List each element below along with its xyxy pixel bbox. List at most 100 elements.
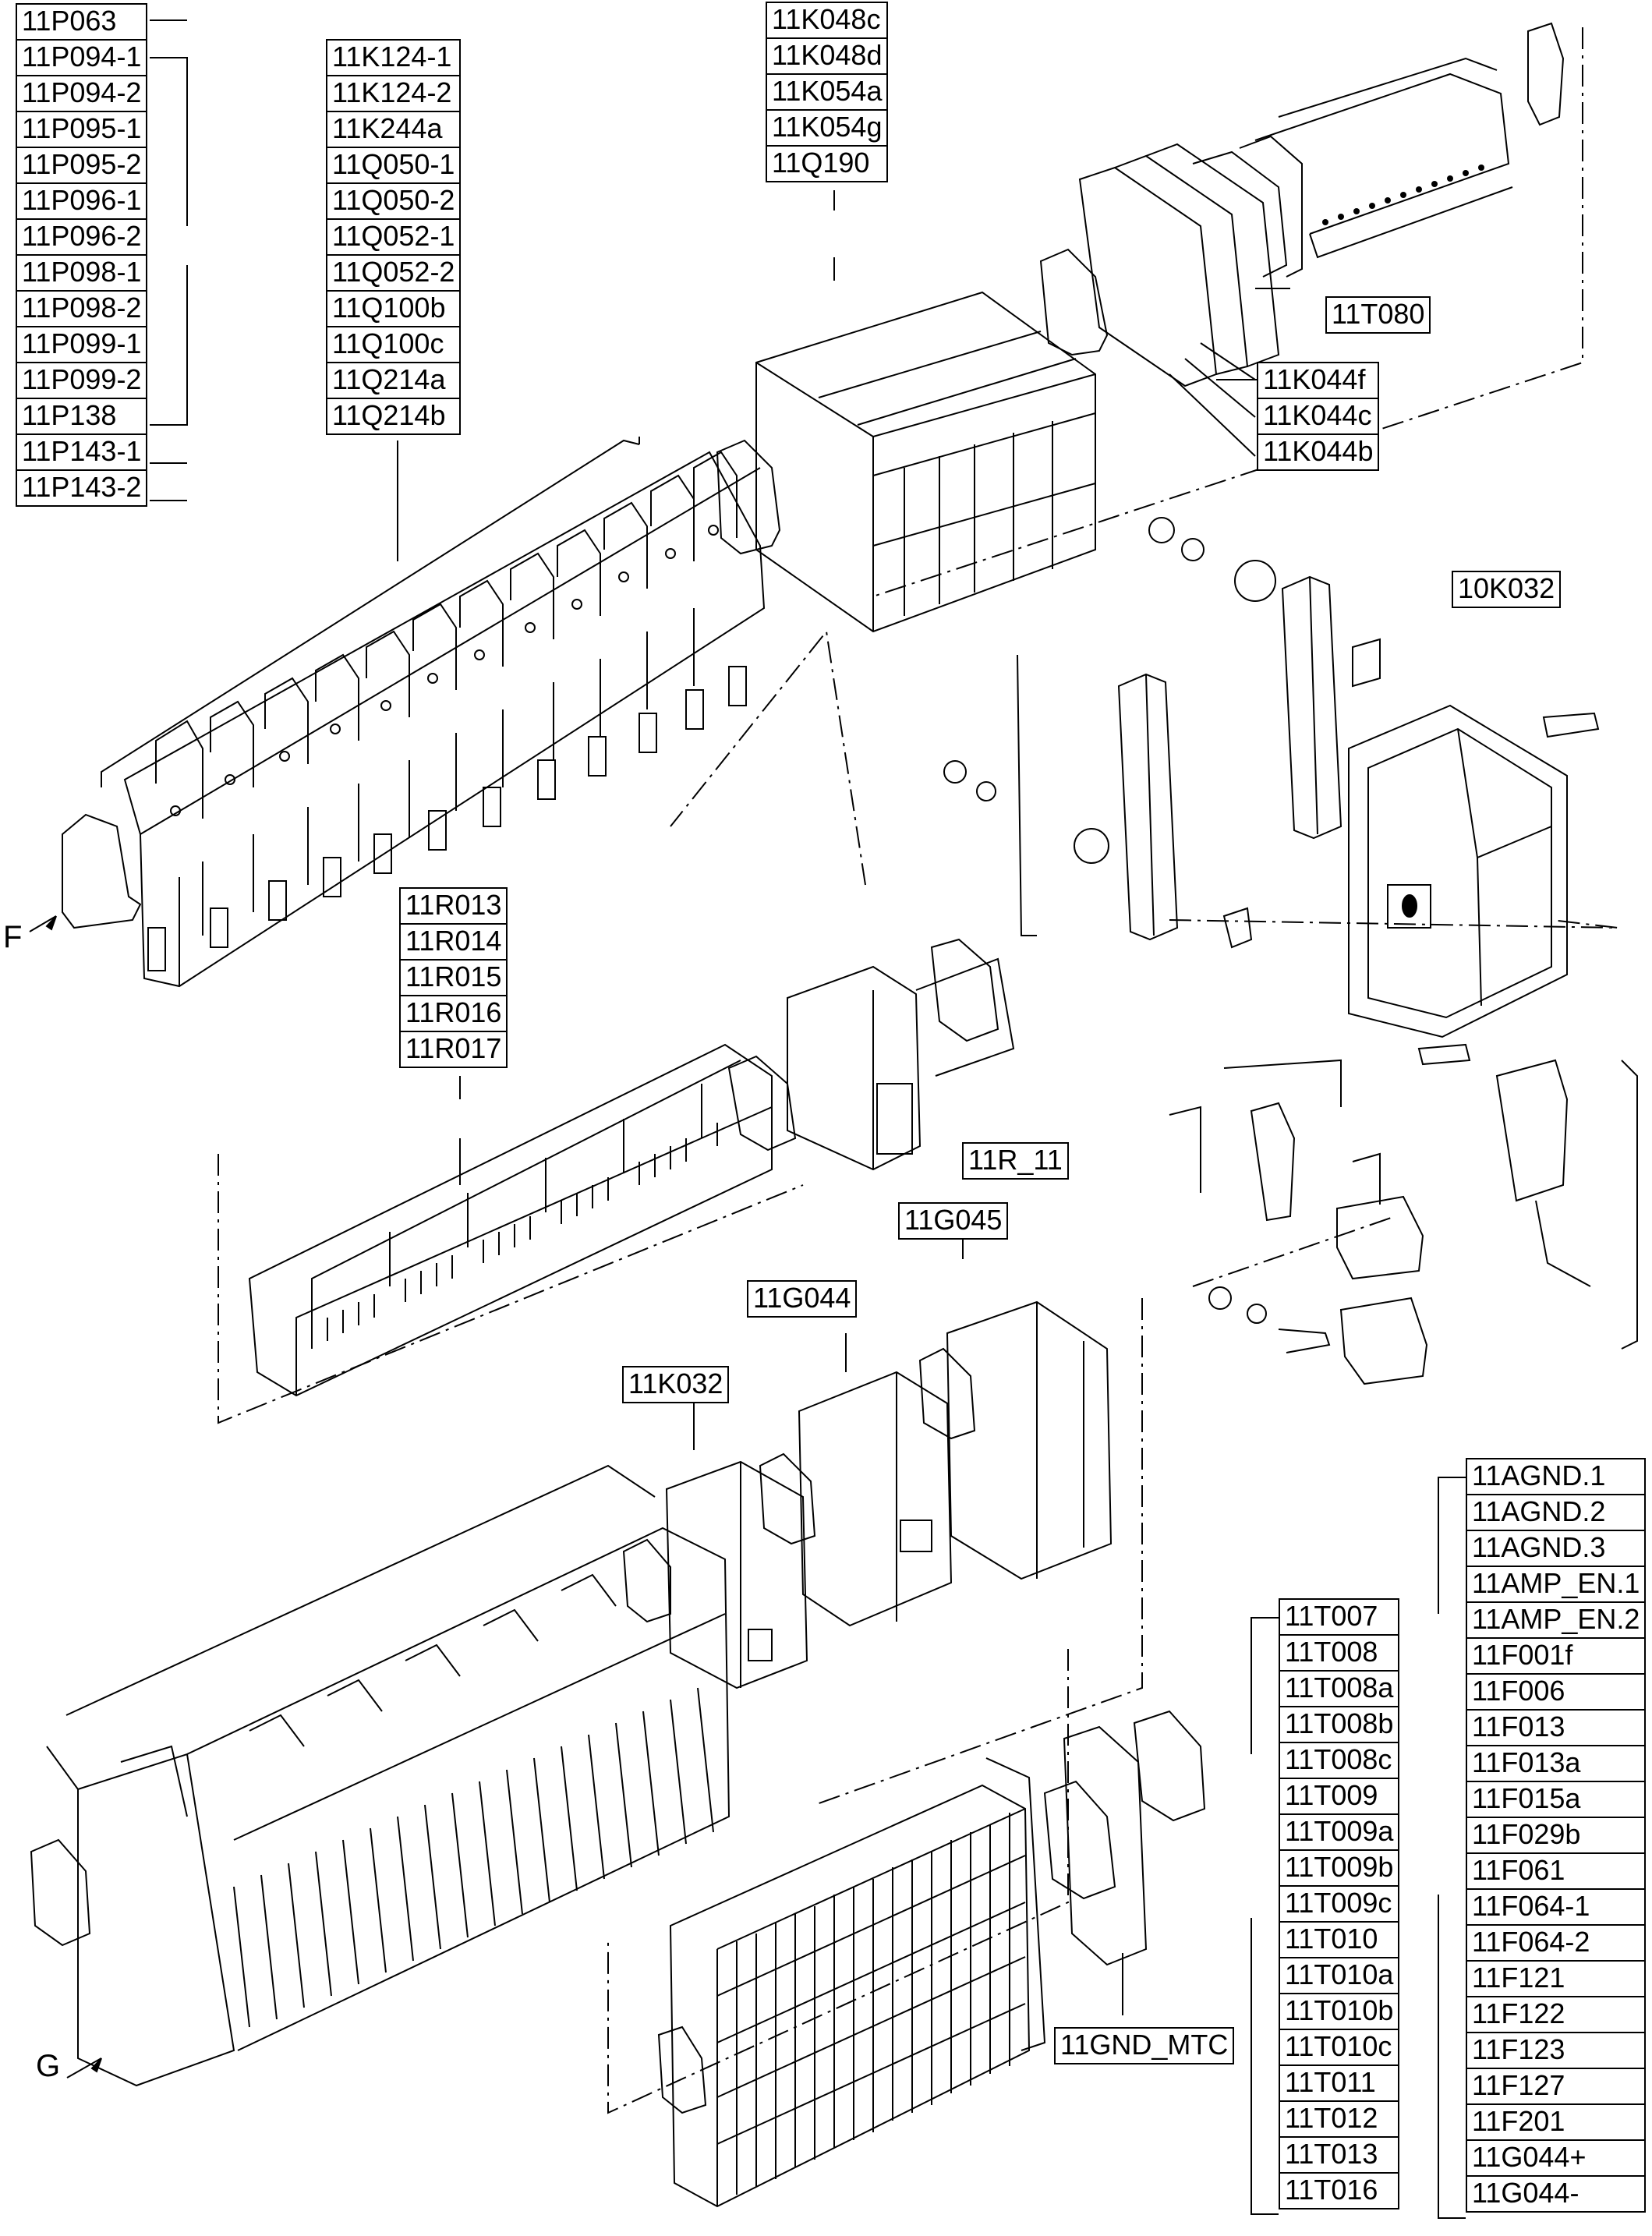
part-label: 11T009a	[1279, 1813, 1400, 1851]
part-label: 11P143-1	[16, 433, 148, 471]
part-label: 11AMP_EN.1	[1466, 1566, 1647, 1603]
label-11r-11: 11R_11	[962, 1142, 1069, 1180]
part-label: 11Q052-2	[326, 254, 462, 292]
label-group-11r: 11R013 11R014 11R015 11R016 11R017	[399, 887, 508, 1068]
label-group-11kq: 11K124-1 11K124-2 11K244a 11Q050-1 11Q05…	[326, 39, 462, 435]
part-label: 11F121	[1466, 1960, 1647, 1997]
power-supply-modules	[622, 1300, 1113, 1689]
label-group-11k048: 11K048c 11K048d 11K054a 11K054g 11Q190	[766, 2, 889, 182]
leader-lines	[150, 19, 1482, 2219]
part-label: 11T010b	[1279, 1993, 1400, 2030]
part-label: 11Q214b	[326, 398, 462, 435]
part-label: 11P143-2	[16, 469, 148, 507]
label-11gnd-mtc: 11GND_MTC	[1054, 2027, 1235, 2064]
label-group-11agnd: 11AGND.1 11AGND.2 11AGND.3 11AMP_EN.1 11…	[1466, 1458, 1647, 2213]
part-label: 11T010	[1279, 1921, 1400, 1958]
part-label: 11AGND.2	[1466, 1494, 1647, 1531]
terminal-rail-lower-center	[657, 1710, 1206, 2208]
part-label: 11P063	[16, 3, 148, 41]
part-label: 11F123	[1466, 2032, 1647, 2069]
relay-assembly-11r	[248, 938, 1015, 1397]
enclosure-10k032	[1348, 704, 1600, 1066]
part-label: 11F013a	[1466, 1745, 1647, 1782]
part-label: 11F029b	[1466, 1817, 1647, 1854]
part-label: 11G044+	[1466, 2139, 1647, 2177]
relay-module-top-center	[716, 248, 1109, 633]
label-10k032: 10K032	[1452, 571, 1562, 608]
part-label: 11P096-2	[16, 218, 148, 256]
part-label: 11T009b	[1279, 1849, 1400, 1887]
label-11g044: 11G044	[747, 1280, 858, 1318]
part-label: 11T010c	[1279, 2029, 1400, 2066]
part-label: 11R016	[399, 995, 508, 1032]
part-label: 11P098-1	[16, 254, 148, 292]
part-label: 11K124-2	[326, 75, 462, 112]
part-label: 11P096-1	[16, 182, 148, 220]
part-label: 11K124-1	[326, 39, 462, 76]
part-label: 11Q052-1	[326, 218, 462, 256]
part-label: 11T009	[1279, 1778, 1400, 1815]
part-label: 11K044b	[1257, 433, 1380, 471]
part-label: 11F201	[1466, 2103, 1647, 2141]
view-marker-g: G	[36, 2049, 61, 2083]
part-label: 11K044f	[1257, 362, 1380, 399]
part-label: 11K048d	[766, 37, 889, 75]
part-label: 11K244a	[326, 111, 462, 148]
part-label: 11AMP_EN.2	[1466, 1601, 1647, 1639]
part-label: 11F122	[1466, 1996, 1647, 2033]
part-label: 11R017	[399, 1031, 508, 1068]
part-label: 11F064-2	[1466, 1924, 1647, 1962]
part-label: 11T012	[1279, 2100, 1400, 2138]
connector-cable	[1495, 1059, 1638, 1350]
mounting-hardware-right	[943, 517, 1381, 949]
part-label: 11Q100b	[326, 290, 462, 327]
part-label: 11F061	[1466, 1852, 1647, 1890]
part-label: 11T008	[1279, 1634, 1400, 1672]
part-label: 11Q100c	[326, 326, 462, 363]
part-label: 11Q190	[766, 145, 889, 182]
part-label: 11P095-2	[16, 147, 148, 184]
part-label: 11T008c	[1279, 1742, 1400, 1779]
part-label: 11F001f	[1466, 1637, 1647, 1675]
part-label: 11P095-1	[16, 111, 148, 148]
part-label: 11T007	[1279, 1598, 1400, 1636]
part-label: 11R013	[399, 887, 508, 925]
label-group-11k044: 11K044f 11K044c 11K044b	[1257, 362, 1380, 471]
part-label: 11K054a	[766, 73, 889, 111]
part-label: 11Q050-2	[326, 182, 462, 220]
label-group-11t: 11T007 11T008 11T008a 11T008b 11T008c 11…	[1279, 1598, 1400, 2209]
part-label: 11K044c	[1257, 398, 1380, 435]
part-label: 11P099-2	[16, 362, 148, 399]
part-label: 11K048c	[766, 2, 889, 39]
part-label: 11K054g	[766, 109, 889, 147]
part-label: 11F015a	[1466, 1781, 1647, 1818]
part-label: 11T011	[1279, 2064, 1400, 2102]
part-label: 11P094-1	[16, 39, 148, 76]
part-label: 11T008b	[1279, 1706, 1400, 1743]
part-label: 11T013	[1279, 2136, 1400, 2174]
label-11t080: 11T080	[1325, 296, 1431, 334]
part-label: 11P098-2	[16, 290, 148, 327]
part-label: 11T009c	[1279, 1885, 1400, 1923]
small-relay-parts	[1169, 1059, 1428, 1385]
part-label: 11P138	[16, 398, 148, 435]
part-label: 11R014	[399, 923, 508, 961]
label-11g045: 11G045	[898, 1202, 1009, 1240]
part-label: 11F064-1	[1466, 1888, 1647, 1926]
terminal-blocks-upper-right	[1078, 22, 1565, 387]
part-label: 11T016	[1279, 2172, 1400, 2209]
view-marker-f: F	[3, 920, 23, 954]
part-label: 11G044-	[1466, 2175, 1647, 2213]
part-label: 11F127	[1466, 2068, 1647, 2105]
part-label: 11Q050-1	[326, 147, 462, 184]
part-label: 11R015	[399, 959, 508, 996]
part-label: 11F013	[1466, 1709, 1647, 1746]
dash-dot-boundaries	[218, 27, 1618, 2114]
part-label: 11Q214a	[326, 362, 462, 399]
part-label: 11AGND.1	[1466, 1458, 1647, 1495]
part-label: 11T008a	[1279, 1670, 1400, 1707]
part-label: 11AGND.3	[1466, 1530, 1647, 1567]
relay-bank-lower-left	[30, 1464, 730, 2087]
